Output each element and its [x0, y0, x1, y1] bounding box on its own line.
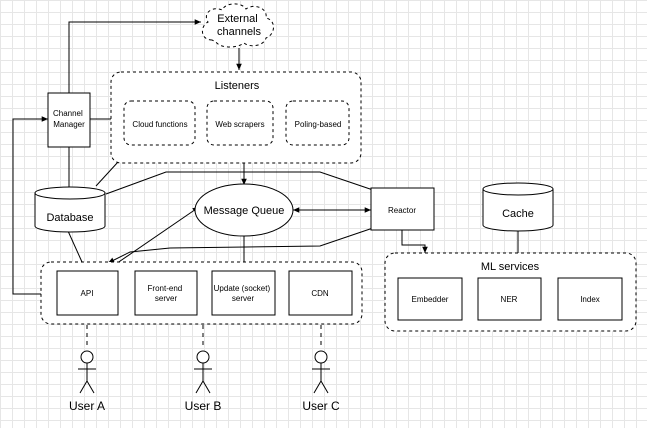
reactor-label: Reactor [388, 206, 416, 215]
external-channels-cloud: External channels [202, 3, 274, 48]
channel-manager-line: Manager [53, 120, 85, 129]
cache-label: Cache [502, 208, 534, 220]
channel-manager-label: Channel Manager [53, 109, 85, 129]
listeners-title: Listeners [215, 80, 260, 92]
channel-manager-node: Channel Manager [47, 92, 91, 148]
web-scrapers-label: Web scrapers [215, 120, 264, 129]
listeners-group: Listeners Cloud functions Web scrapers P… [110, 71, 362, 164]
edge-api-to-manager [12, 116, 57, 295]
user-c-icon [312, 350, 330, 394]
user-c-label: User C [302, 399, 340, 413]
message-queue-label: Message Queue [204, 205, 285, 217]
api-node [56, 270, 119, 316]
embedder-node [397, 277, 463, 321]
cloud-functions-label: Cloud functions [132, 120, 187, 129]
user-a-actor: User A [69, 350, 105, 413]
edge-database-to-listeners [95, 161, 119, 187]
poling-based-label: Poling-based [295, 120, 342, 129]
user-b-label: User B [185, 399, 222, 413]
edge-reactor-to-ml [401, 230, 428, 253]
ner-label: NER [501, 295, 518, 304]
external-channels-label: External channels [217, 13, 262, 38]
frontend-server-line: server [155, 294, 178, 303]
external-channels-line: External [217, 13, 257, 25]
channel-manager-line: Channel [53, 109, 83, 118]
cache-node: Cache [482, 182, 554, 232]
database-label: Database [46, 212, 93, 224]
user-b-icon [194, 350, 212, 394]
edge-database-to-api [67, 230, 83, 263]
cdn-node [288, 270, 353, 316]
ner-node [477, 277, 542, 321]
edge-band-top [105, 171, 374, 195]
api-label: API [81, 289, 94, 298]
user-b-actor: User B [185, 350, 222, 413]
user-a-icon [78, 350, 96, 394]
frontend-server-label: Front-end server [148, 284, 185, 303]
frontend-services-group: API Front-end server Update (socket) ser… [40, 261, 363, 325]
web-scrapers-node [206, 100, 274, 146]
user-a-label: User A [69, 399, 105, 413]
message-queue-node: Message Queue [194, 183, 294, 237]
index-label: Index [580, 295, 600, 304]
update-server-label: Update (socket) server [214, 284, 273, 303]
update-server-line: server [232, 294, 255, 303]
cdn-label: CDN [311, 289, 329, 298]
reactor-node: Reactor [370, 187, 435, 231]
embedder-label: Embedder [412, 295, 449, 304]
ml-services-title: ML services [481, 261, 540, 273]
ml-services-group: ML services Embedder NER Index [384, 252, 637, 332]
database-node: Database [34, 186, 106, 233]
frontend-server-line: Front-end [148, 284, 183, 293]
update-server-node [211, 270, 276, 316]
edge-api-queue [109, 206, 200, 269]
update-server-line: Update (socket) [214, 284, 271, 293]
index-node [557, 277, 623, 321]
frontend-server-node [134, 270, 198, 316]
edge-manager-to-external [68, 19, 201, 93]
edges [12, 19, 519, 348]
external-channels-line: channels [217, 26, 262, 38]
poling-based-node [285, 100, 350, 146]
user-c-actor: User C [302, 350, 340, 413]
cloud-functions-node [123, 100, 196, 146]
